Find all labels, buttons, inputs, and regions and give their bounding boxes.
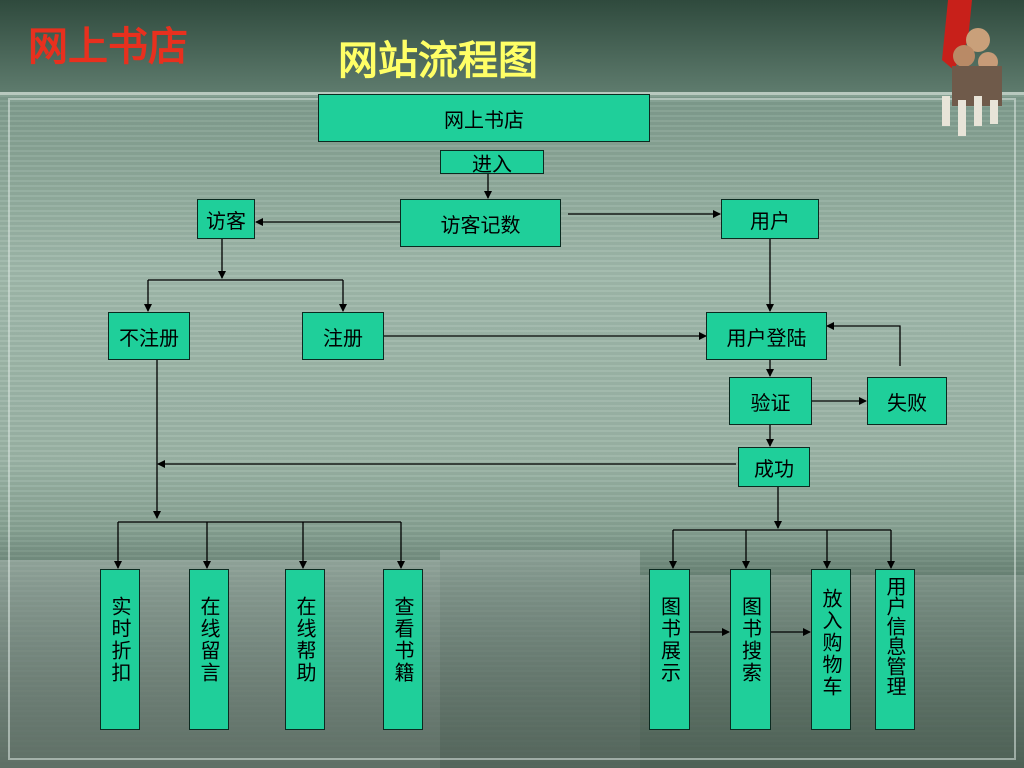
node-cart: 放入购物车	[811, 569, 851, 730]
store-title: 网上书店	[28, 23, 188, 70]
node-book-display: 图书展示	[649, 569, 690, 730]
node-book-display-label: 图书展示	[657, 596, 682, 684]
node-user-info: 用户信息管理	[875, 569, 915, 730]
node-fail: 失败	[867, 377, 947, 425]
node-discount-label: 实时折扣	[108, 596, 132, 684]
node-verify: 验证	[729, 377, 812, 425]
node-cart-label: 放入购物车	[819, 588, 843, 698]
header-band	[0, 0, 1024, 95]
node-register: 注册	[302, 312, 384, 360]
node-discount: 实时折扣	[100, 569, 140, 730]
node-book-search-label: 图书搜索	[738, 596, 763, 684]
node-store: 网上书店	[318, 94, 650, 142]
node-user-login: 用户登陆	[706, 312, 827, 360]
node-user-info-label: 用户信息管理	[883, 576, 907, 696]
node-view-books: 查看书籍	[383, 569, 423, 730]
diagram-title: 网站流程图	[338, 37, 538, 84]
flag-logo-icon	[942, 0, 1002, 136]
node-message: 在线留言	[189, 569, 229, 730]
node-help: 在线帮助	[285, 569, 325, 730]
node-book-search: 图书搜索	[730, 569, 771, 730]
node-message-label: 在线留言	[197, 596, 221, 684]
node-visitor: 访客	[197, 199, 255, 239]
node-view-books-label: 查看书籍	[391, 596, 415, 684]
node-help-label: 在线帮助	[293, 596, 317, 684]
node-user: 用户	[721, 199, 819, 239]
node-visit-record: 访客记数	[400, 199, 561, 247]
node-unregistered: 不注册	[108, 312, 190, 360]
node-success: 成功	[738, 447, 810, 487]
node-enter: 进入	[440, 150, 544, 176]
